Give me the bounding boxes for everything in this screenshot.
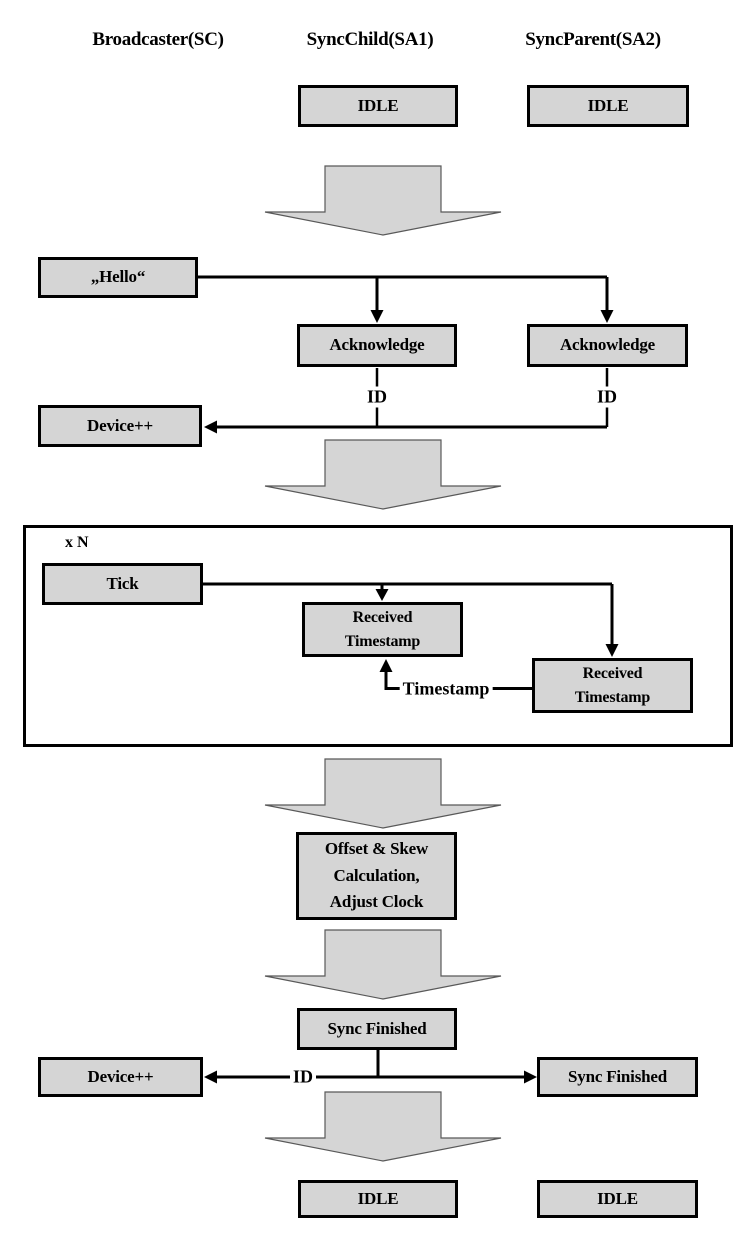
- arrowhead-ack-parent: [600, 310, 614, 323]
- wire-label-id-bottom: ID: [289, 1066, 317, 1088]
- column-header-broadcaster: Broadcaster(SC): [92, 29, 224, 50]
- state-tick: Tick: [42, 563, 203, 605]
- arrowhead-device1: [204, 420, 217, 434]
- arrowhead-rts-child: [375, 589, 389, 601]
- arrowhead-device2: [204, 1070, 217, 1084]
- state-idle-child-bottom: IDLE: [298, 1180, 458, 1218]
- loop-frame: [23, 525, 733, 747]
- arrowhead-timestamp: [379, 659, 393, 672]
- state-device-increment-2: Device++: [38, 1057, 203, 1097]
- flow-down-arrow-4: [264, 929, 502, 1000]
- state-sync-finished-mid: Sync Finished: [297, 1008, 457, 1050]
- wire-label-id-parent: ID: [593, 386, 621, 408]
- state-offset-skew-calculation: Offset & Skew Calculation, Adjust Clock: [296, 832, 457, 920]
- arrowhead-rts-parent: [605, 644, 619, 657]
- flow-down-arrow-1: [264, 165, 502, 236]
- state-device-increment-1: Device++: [38, 405, 202, 447]
- state-received-timestamp-parent: Received Timestamp: [532, 658, 693, 713]
- arrowhead-syncfinished-parent: [524, 1070, 537, 1084]
- state-acknowledge-child: Acknowledge: [297, 324, 457, 367]
- state-idle-parent-bottom: IDLE: [537, 1180, 698, 1218]
- state-received-timestamp-child: Received Timestamp: [302, 602, 463, 657]
- state-acknowledge-parent: Acknowledge: [527, 324, 688, 367]
- loop-repeat-label: x N: [65, 534, 89, 551]
- column-header-syncchild: SyncChild(SA1): [306, 29, 434, 50]
- flow-down-arrow-2: [264, 439, 502, 510]
- wire-label-id-child: ID: [363, 386, 391, 408]
- flow-down-arrow-5: [264, 1091, 502, 1162]
- state-hello: „Hello“: [38, 257, 198, 298]
- state-sync-finished-parent: Sync Finished: [537, 1057, 698, 1097]
- flow-down-arrow-3: [264, 758, 502, 829]
- column-header-syncparent: SyncParent(SA2): [525, 29, 661, 50]
- state-idle-parent-top: IDLE: [527, 85, 689, 127]
- wire-label-timestamp: Timestamp: [399, 678, 493, 700]
- arrowhead-ack-child: [370, 310, 384, 323]
- state-idle-child-top: IDLE: [298, 85, 458, 127]
